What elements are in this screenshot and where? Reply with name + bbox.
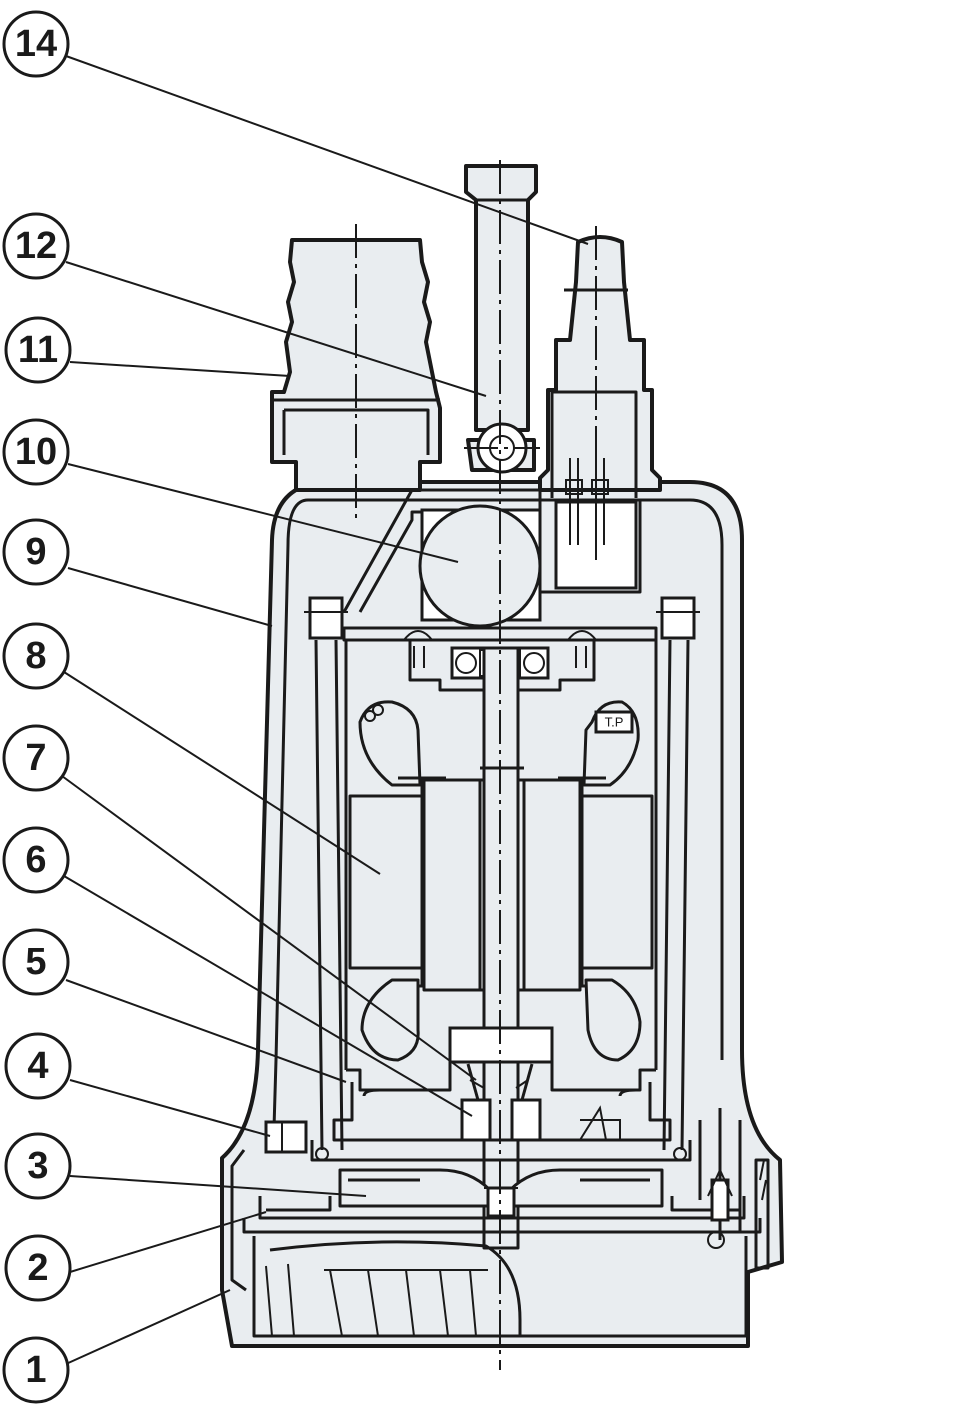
svg-text:12: 12 <box>15 225 57 267</box>
callout-3: 3 <box>4 1132 72 1200</box>
pump-drawing: T.P <box>220 160 784 1370</box>
leader-9 <box>67 567 273 627</box>
shaft <box>482 646 520 1250</box>
stator-winding-top-left <box>358 700 422 787</box>
callout-6: 6 <box>2 826 70 894</box>
leader-3 <box>69 1175 367 1197</box>
callout-7: 7 <box>2 724 70 792</box>
callout-4: 4 <box>4 1032 72 1100</box>
leader-11 <box>69 361 291 377</box>
tie-bolts <box>304 596 700 1151</box>
svg-text:1: 1 <box>25 1349 46 1391</box>
leader-14 <box>65 55 589 245</box>
callouts: 14 12 11 10 9 8 7 6 <box>2 10 72 1404</box>
svg-text:14: 14 <box>15 23 57 65</box>
tp-marking: T.P <box>605 715 624 730</box>
leader-6 <box>63 875 473 1117</box>
leader-4 <box>69 1079 271 1137</box>
mechanical-seal <box>460 1063 542 1142</box>
svg-text:2: 2 <box>27 1247 48 1289</box>
oil-chamber-circle <box>418 504 542 628</box>
svg-text:3: 3 <box>27 1145 48 1187</box>
callout-5: 5 <box>2 928 70 996</box>
callout-11: 11 <box>4 316 72 384</box>
pump-casing <box>242 1196 762 1234</box>
callout-1: 1 <box>2 1336 70 1404</box>
svg-text:10: 10 <box>15 431 57 473</box>
leader-12 <box>65 261 487 397</box>
leader-8 <box>63 671 381 875</box>
leader-10 <box>67 463 459 563</box>
callout-9: 9 <box>2 518 70 586</box>
svg-text:4: 4 <box>27 1045 48 1087</box>
leader-7 <box>61 775 477 1081</box>
stator-winding-bottom-right <box>584 978 642 1062</box>
cable-entry <box>538 235 662 492</box>
leader-1 <box>65 1289 231 1365</box>
svg-text:5: 5 <box>25 941 46 983</box>
callout-14: 14 <box>2 10 70 78</box>
centre-lines <box>355 160 597 1370</box>
stator-winding-bottom-left <box>360 978 420 1062</box>
svg-text:6: 6 <box>25 839 46 881</box>
leader-lines <box>61 55 589 1365</box>
svg-text:9: 9 <box>25 531 46 573</box>
callout-8: 8 <box>2 622 70 690</box>
callout-12: 12 <box>2 212 70 280</box>
top-pipe <box>464 164 538 432</box>
leader-5 <box>65 979 347 1083</box>
callout-10: 10 <box>2 418 70 486</box>
svg-text:8: 8 <box>25 635 46 677</box>
leader-2 <box>69 1211 267 1273</box>
svg-text:7: 7 <box>25 737 46 779</box>
callout-2: 2 <box>4 1234 72 1302</box>
svg-text:11: 11 <box>18 329 58 371</box>
right-side-valve <box>698 1108 770 1270</box>
